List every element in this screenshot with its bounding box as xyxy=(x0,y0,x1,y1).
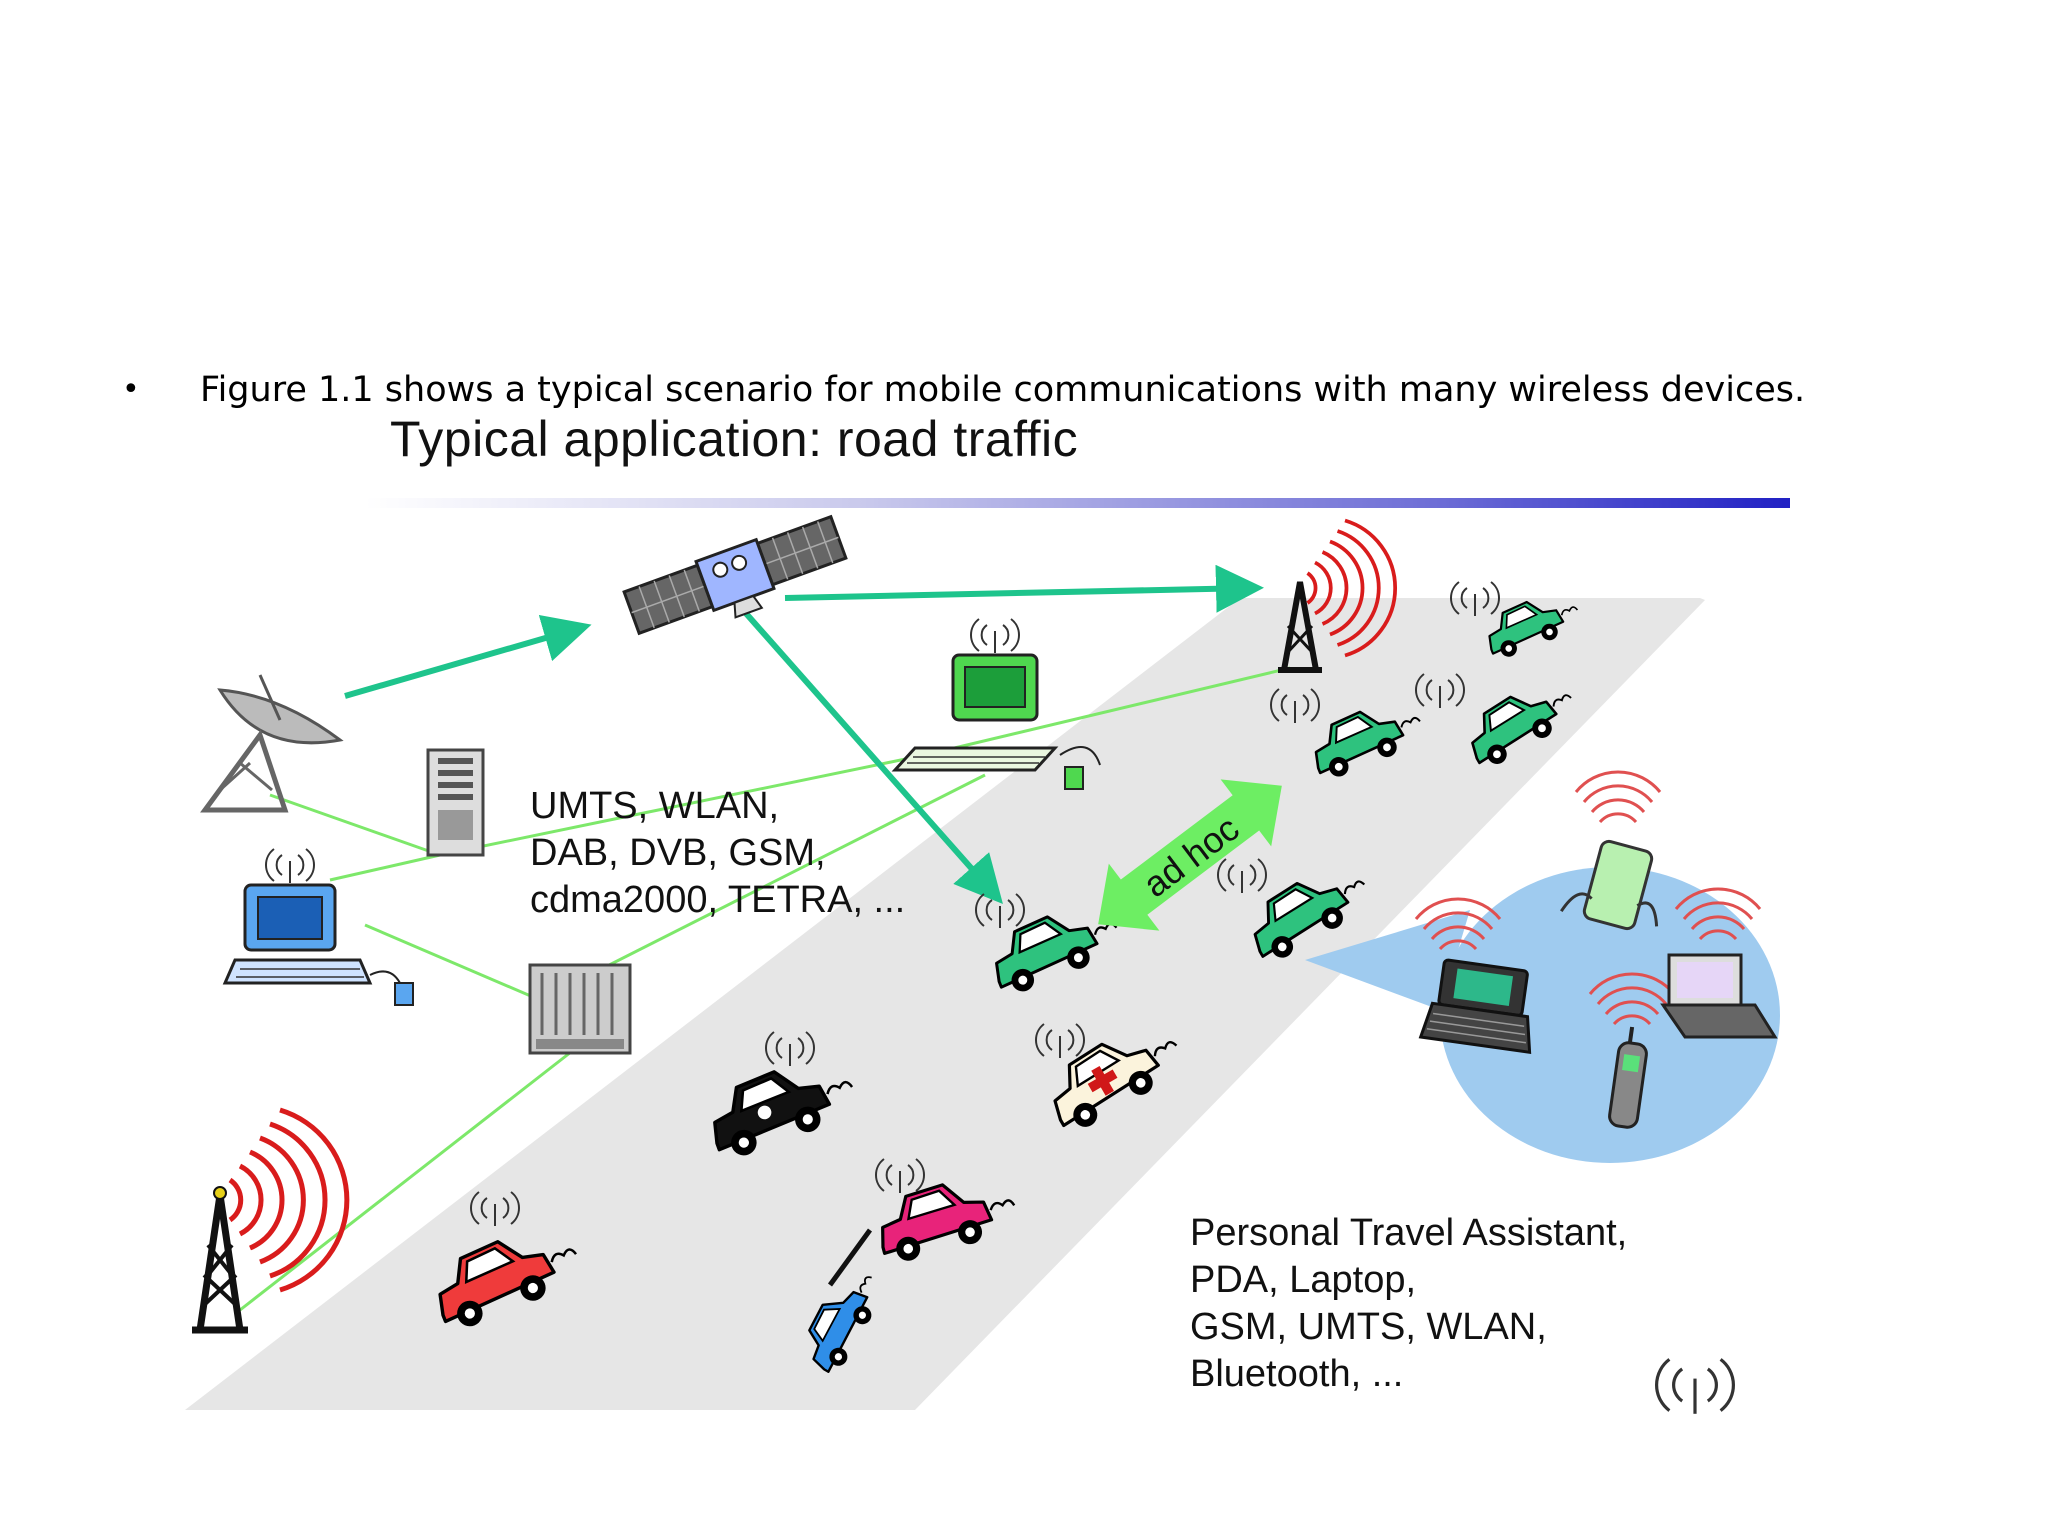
radio-tower-icon xyxy=(192,1110,347,1334)
networks-label-line-1: UMTS, WLAN, xyxy=(530,785,779,827)
server-icon xyxy=(426,748,485,857)
title-underline-bar xyxy=(365,498,1790,508)
dish-antenna-icon xyxy=(200,674,344,813)
cell-phone-icon xyxy=(1608,1026,1648,1129)
satellite-icon xyxy=(622,514,848,636)
personal-travel-assistant-bubble xyxy=(1305,770,1780,1163)
police-car-icon xyxy=(699,1046,864,1166)
pta-label-line-3: GSM, UMTS, WLAN, xyxy=(1190,1306,1547,1348)
bullet-marker: • xyxy=(122,372,140,407)
desktop-computer-icon xyxy=(891,618,1101,790)
pta-label-line-4: Bluetooth, ... xyxy=(1190,1353,1403,1395)
desktop-computer-icon xyxy=(222,848,414,1006)
laptop-icon xyxy=(1660,953,1778,1039)
networks-label-line-2: DAB, DVB, GSM, xyxy=(530,832,826,874)
road xyxy=(185,598,1705,1410)
wireless-links xyxy=(239,666,1291,1312)
pda-icon xyxy=(1560,839,1659,931)
figure-title: Typical application: road traffic xyxy=(390,411,1079,467)
rack-server-icon xyxy=(528,963,632,1055)
satellite-links xyxy=(344,564,1264,904)
radio-tower-icon xyxy=(1278,518,1398,673)
handheld-computer-icon xyxy=(1418,958,1532,1055)
wireless-symbol-icon xyxy=(1654,1357,1736,1416)
bullet-point: • Figure 1.1 shows a typical scenario fo… xyxy=(118,368,2018,408)
pta-label-line-1: Personal Travel Assistant, xyxy=(1190,1212,1627,1254)
ambulance-icon xyxy=(1036,1010,1192,1139)
networks-label-line-3: cdma2000, TETRA, ... xyxy=(530,879,905,921)
pta-label-line-2: PDA, Laptop, xyxy=(1190,1259,1416,1301)
bullet-text: Figure 1.1 shows a typical scenario for … xyxy=(200,370,1806,408)
